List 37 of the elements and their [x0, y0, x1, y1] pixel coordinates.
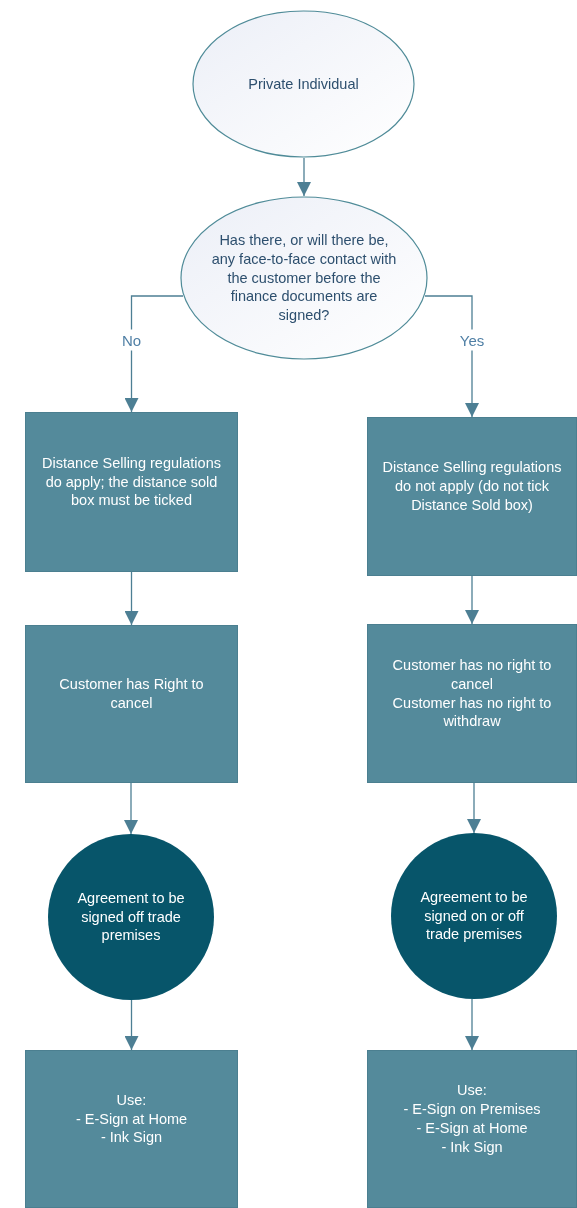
- node-text: - E-Sign on Premises: [403, 1100, 541, 1119]
- node-text: Agreement to be signed on or off trade premises: [419, 887, 529, 945]
- node-heading: Use:: [116, 1090, 147, 1110]
- arrow: [124, 571, 139, 626]
- node-text: Agreement to be signed off trade premises: [76, 888, 186, 946]
- node-text: - E-Sign at Home: [416, 1119, 528, 1138]
- outcome-circle: [48, 834, 214, 1000]
- node-text: - E-Sign at Home: [75, 1109, 188, 1129]
- node-text: Customer has Right to cancel: [58, 675, 205, 713]
- node-text: - Ink Sign: [441, 1137, 503, 1157]
- process-box: [367, 624, 577, 783]
- node-heading: Customer has no right to cancel: [391, 655, 553, 694]
- arrow: [124, 295, 184, 413]
- arrow: [465, 998, 479, 1051]
- node-text: Distance Selling regulations do apply; the distance sold box must be ticked: [41, 453, 222, 511]
- decision-ellipse: [180, 196, 428, 360]
- process-box: [25, 412, 238, 572]
- node-text: Private Individual: [248, 74, 359, 94]
- node-heading: Use:: [457, 1081, 487, 1101]
- edge-label: Yes: [459, 329, 485, 351]
- node-text: Distance Selling regulations do not apply (do not tick Distance Sold box): [381, 458, 563, 515]
- process-box: [25, 625, 238, 783]
- node-text: Has there, or will there be, any face-to-face contact with the customer before the finance documents are signed?: [210, 230, 398, 326]
- outcome-circle: [391, 833, 557, 999]
- arrow: [297, 157, 311, 197]
- arrow: [465, 575, 479, 625]
- arrow: [124, 782, 138, 835]
- process-box: [25, 1050, 238, 1208]
- process-box: [367, 1050, 577, 1208]
- arrow: [467, 782, 481, 834]
- node-text: Customer has no right to withdraw: [391, 693, 553, 732]
- node-text: - Ink Sign: [100, 1128, 163, 1148]
- start-ellipse: [192, 10, 415, 158]
- process-box: [367, 417, 577, 576]
- arrow: [124, 999, 139, 1051]
- edge-label: No: [121, 329, 142, 351]
- arrow: [424, 295, 479, 418]
